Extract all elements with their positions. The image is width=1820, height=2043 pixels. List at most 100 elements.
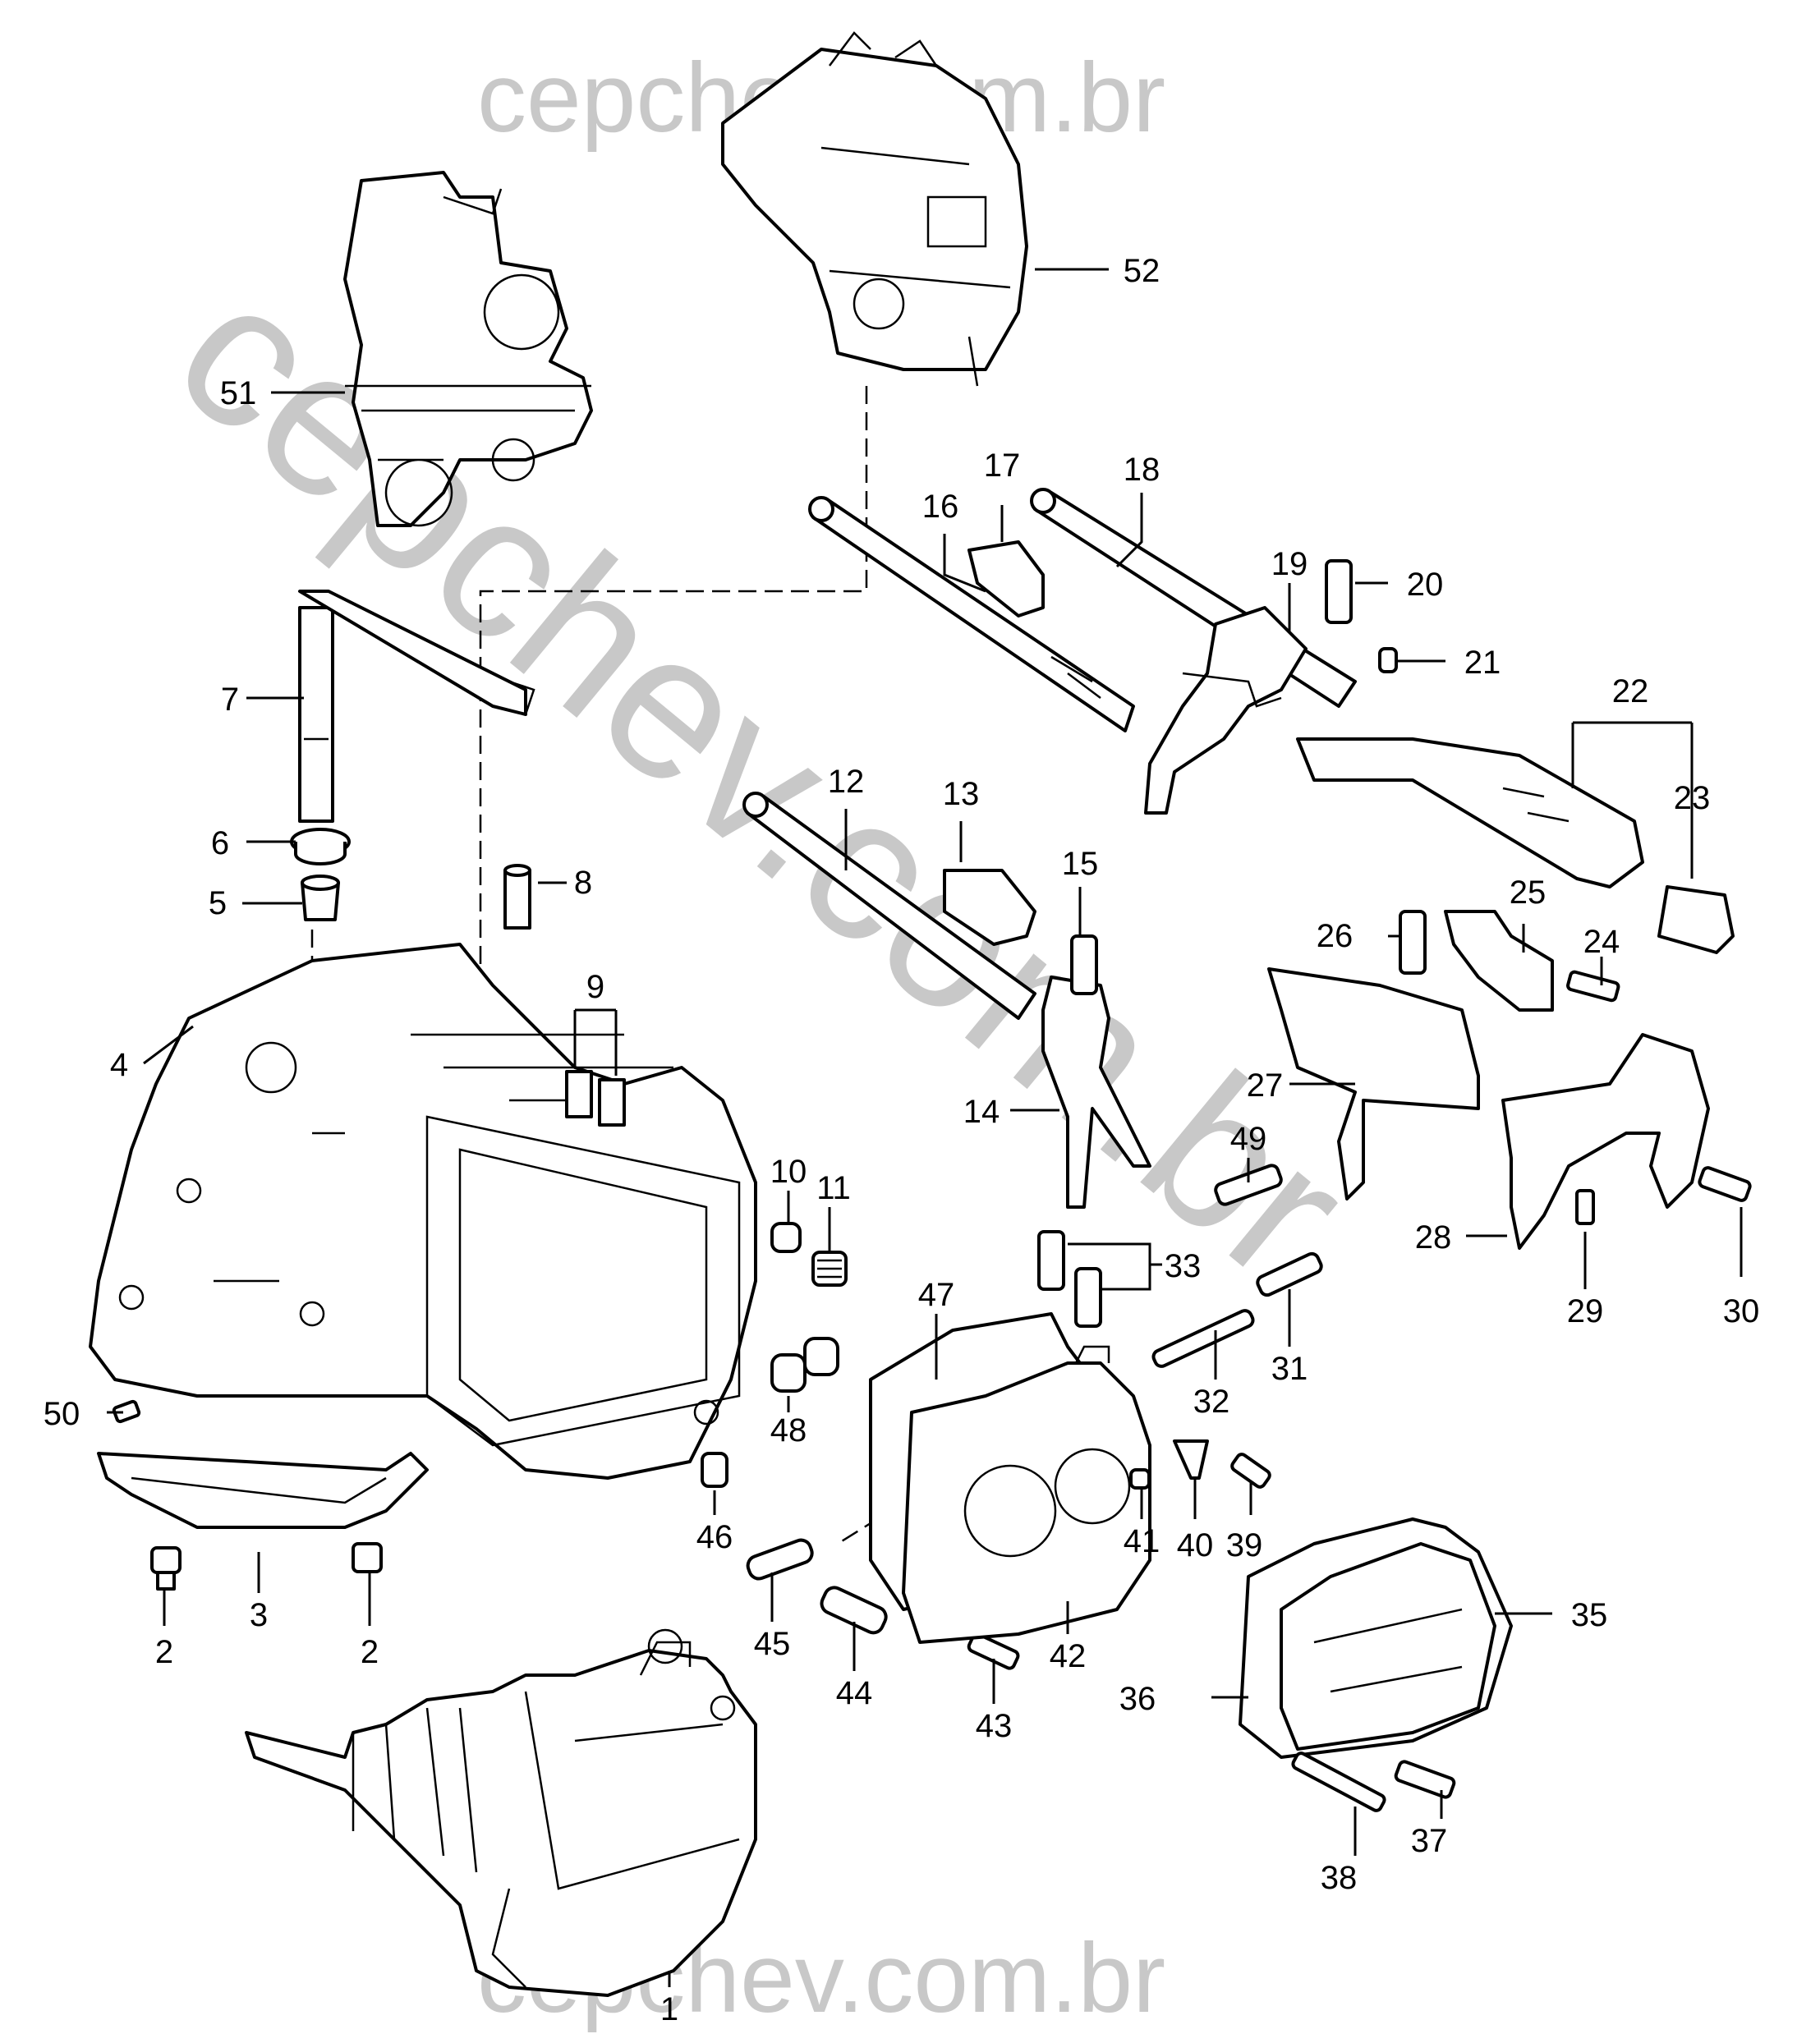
part-9-pins bbox=[565, 1070, 626, 1127]
callout-43: 43 bbox=[976, 1708, 1013, 1744]
callout-48: 48 bbox=[770, 1412, 807, 1448]
callout-45: 45 bbox=[754, 1626, 791, 1662]
callout-32: 32 bbox=[1193, 1384, 1230, 1420]
callout-33: 33 bbox=[1165, 1248, 1202, 1284]
callout-9: 9 bbox=[586, 969, 604, 1005]
leader-lines bbox=[107, 268, 1743, 1987]
part-15-pin bbox=[1070, 934, 1098, 995]
part-10-bushing bbox=[770, 1222, 802, 1253]
callout-38: 38 bbox=[1321, 1860, 1358, 1896]
part-2-bolt-right bbox=[352, 1542, 383, 1573]
part-33-pins bbox=[1037, 1230, 1102, 1328]
callout-10: 10 bbox=[770, 1154, 807, 1190]
callout-12: 12 bbox=[828, 764, 865, 800]
part-2-bolt-left bbox=[150, 1546, 182, 1591]
callout-23: 23 bbox=[1674, 780, 1711, 816]
part-3-cover-plate bbox=[97, 1452, 429, 1529]
callout-28: 28 bbox=[1415, 1219, 1452, 1256]
part-49-bolt bbox=[1214, 1164, 1283, 1206]
callout-1: 1 bbox=[660, 1991, 678, 2027]
part-37-bolt bbox=[1394, 1760, 1456, 1799]
part-48-bushings bbox=[770, 1337, 839, 1393]
part-38-bolt bbox=[1291, 1751, 1386, 1812]
part-24-bolt bbox=[1566, 970, 1620, 1003]
part-7-selector-lever bbox=[298, 590, 535, 823]
part-51-shift-mechanism bbox=[343, 171, 593, 527]
part-4-transmission-case bbox=[89, 943, 757, 1480]
callout-26: 26 bbox=[1317, 918, 1354, 954]
part-40-clip bbox=[1173, 1439, 1209, 1480]
callout-44: 44 bbox=[836, 1675, 873, 1711]
part-32-shaft bbox=[1151, 1309, 1255, 1368]
part-35-end-cover bbox=[1280, 1542, 1496, 1751]
callout-14: 14 bbox=[963, 1094, 1000, 1130]
part-45-pin bbox=[746, 1538, 814, 1581]
part-39-bolt bbox=[1230, 1453, 1271, 1489]
callout-49: 49 bbox=[1230, 1121, 1267, 1157]
part-52-shift-housing bbox=[721, 31, 1028, 387]
part-46-pin bbox=[701, 1452, 728, 1488]
callout-21: 21 bbox=[1464, 645, 1501, 681]
callout-15: 15 bbox=[1062, 846, 1099, 882]
callout-35: 35 bbox=[1571, 1597, 1608, 1633]
part-19-shift-fork bbox=[1144, 606, 1308, 815]
callout-25: 25 bbox=[1510, 875, 1547, 911]
part-41-plug bbox=[1129, 1468, 1151, 1490]
callout-3: 3 bbox=[250, 1597, 268, 1633]
callout-42: 42 bbox=[1050, 1638, 1087, 1674]
callout-30: 30 bbox=[1723, 1293, 1760, 1329]
part-22-shift-fork bbox=[1296, 737, 1644, 888]
callout-50: 50 bbox=[44, 1396, 80, 1432]
callout-20: 20 bbox=[1407, 567, 1444, 603]
part-31-bolt bbox=[1256, 1251, 1323, 1297]
part-8-pin bbox=[503, 864, 531, 930]
callout-51: 51 bbox=[220, 375, 257, 411]
part-26-pin bbox=[1399, 910, 1427, 975]
callout-8: 8 bbox=[574, 865, 592, 901]
part-23-sleeve bbox=[1657, 885, 1735, 954]
part-16-shift-rail bbox=[808, 496, 1135, 732]
part-43-bolt bbox=[967, 1632, 1020, 1670]
callout-40: 40 bbox=[1177, 1527, 1214, 1563]
callout-29: 29 bbox=[1567, 1293, 1604, 1329]
callout-17: 17 bbox=[984, 448, 1021, 484]
callout-31: 31 bbox=[1271, 1351, 1308, 1387]
callout-36: 36 bbox=[1119, 1681, 1156, 1717]
callout-39: 39 bbox=[1226, 1527, 1263, 1563]
part-50-plug bbox=[112, 1399, 141, 1424]
part-44-pin bbox=[820, 1586, 888, 1635]
callout-37: 37 bbox=[1411, 1823, 1448, 1859]
part-30-bolt bbox=[1698, 1166, 1752, 1202]
callout-52: 52 bbox=[1124, 253, 1160, 289]
callout-6: 6 bbox=[211, 825, 229, 861]
part-25-bracket bbox=[1444, 910, 1554, 1012]
part-28-shift-fork bbox=[1501, 1033, 1710, 1250]
callout-11: 11 bbox=[816, 1170, 851, 1206]
part-14-shift-fork bbox=[1041, 976, 1151, 1209]
callout-labels: 1 2 2 3 4 5 6 7 8 9 10 11 12 13 14 15 16… bbox=[44, 253, 1760, 2027]
callout-16: 16 bbox=[922, 489, 959, 525]
part-11-bushing bbox=[811, 1251, 848, 1287]
part-21-pin bbox=[1378, 647, 1398, 673]
callout-7: 7 bbox=[221, 682, 239, 718]
part-17-selector bbox=[967, 540, 1045, 617]
callout-2-left: 2 bbox=[155, 1634, 173, 1670]
part-1-gearbox-assembly bbox=[245, 1628, 757, 1997]
part-12-shift-rail bbox=[742, 792, 1036, 1020]
part-42-intermediate-housing bbox=[902, 1345, 1151, 1644]
part-13-selector bbox=[943, 869, 1036, 946]
callout-27: 27 bbox=[1247, 1067, 1284, 1104]
callout-22: 22 bbox=[1612, 673, 1649, 709]
callout-41: 41 bbox=[1124, 1523, 1160, 1559]
part-5-bushing bbox=[301, 875, 340, 921]
part-29-clip bbox=[1575, 1189, 1595, 1225]
callout-19: 19 bbox=[1271, 546, 1308, 582]
part-27-shift-fork bbox=[1267, 967, 1480, 1201]
callout-24: 24 bbox=[1583, 924, 1620, 960]
callout-47: 47 bbox=[918, 1277, 955, 1313]
callout-13: 13 bbox=[943, 776, 980, 812]
callout-5: 5 bbox=[209, 885, 227, 921]
callout-2-right: 2 bbox=[361, 1634, 379, 1670]
